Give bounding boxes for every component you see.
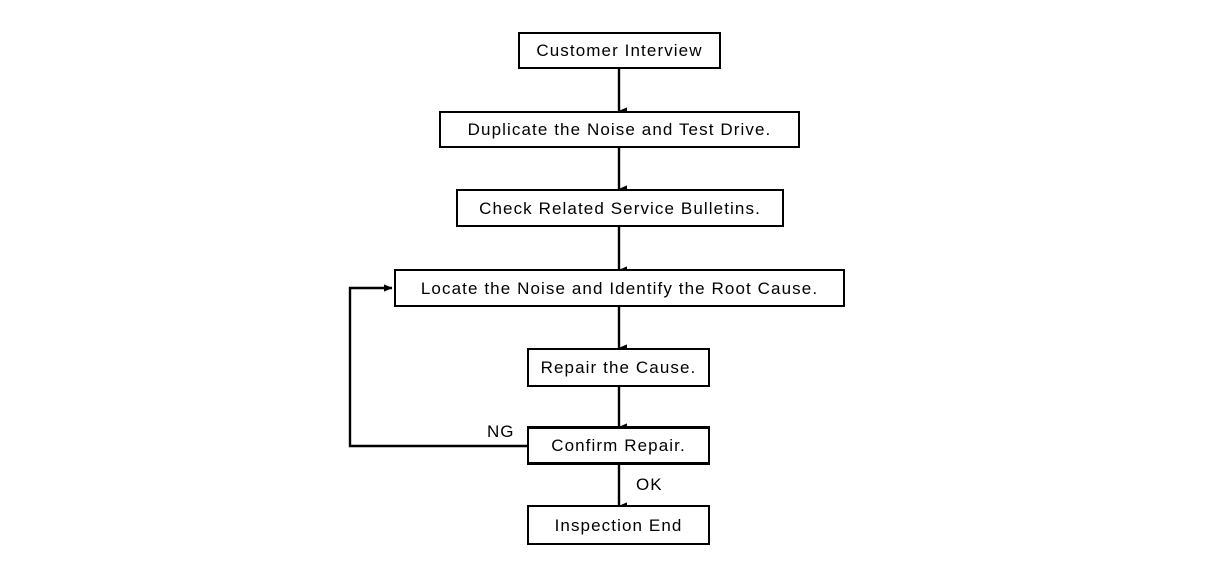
node-duplicate-noise[interactable]: Duplicate the Noise and Test Drive. [439,111,800,148]
edge-label-ok: OK [636,475,663,494]
connector-confirm-to-locate-ng [348,284,527,448]
node-label: Repair the Cause. [540,358,697,377]
node-label: Customer Interview [536,41,703,60]
node-label: Confirm Repair. [551,436,686,455]
node-confirm-repair[interactable]: Confirm Repair. [527,426,710,465]
node-inspection-end[interactable]: Inspection End [527,505,710,545]
node-repair-cause[interactable]: Repair the Cause. [527,348,710,387]
node-locate-noise[interactable]: Locate the Noise and Identify the Root C… [394,269,845,307]
node-label: Inspection End [554,515,683,535]
node-label: Check Related Service Bulletins. [479,198,761,218]
node-label: Locate the Noise and Identify the Root C… [420,278,819,298]
node-label: Duplicate the Noise and Test Drive. [467,120,772,139]
edge-label-ng: NG [487,422,515,441]
node-check-bulletins[interactable]: Check Related Service Bulletins. [456,189,784,227]
node-customer-interview[interactable]: Customer Interview [518,32,721,69]
